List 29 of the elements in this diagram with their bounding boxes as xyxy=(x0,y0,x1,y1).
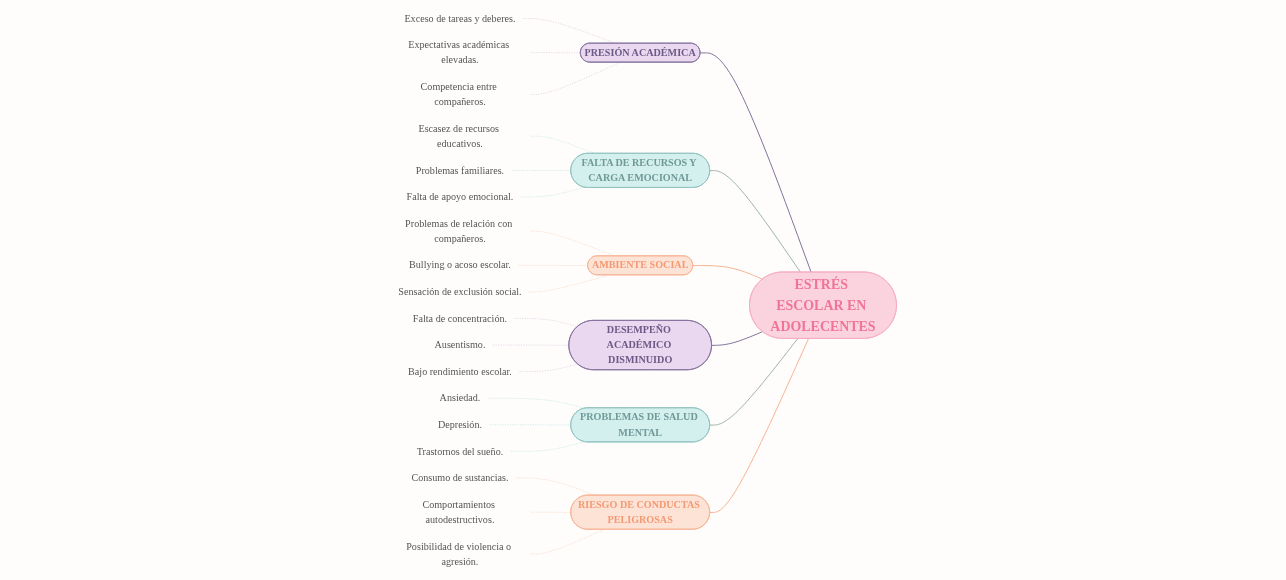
connector xyxy=(692,265,764,280)
node-text: Posibilidad de violencia o agresión. xyxy=(406,540,512,567)
node-text: Consumo de sustancias. xyxy=(411,472,509,484)
node-text: Escasez de recursos educativos. xyxy=(418,122,500,149)
node-text: Ansiedad. xyxy=(439,392,481,404)
node-text: Depresión. xyxy=(438,419,483,430)
node-text: Bajo rendimiento escolar. xyxy=(408,365,513,377)
connector xyxy=(520,186,585,198)
connector xyxy=(519,363,579,373)
node-text: Problemas de relación con compañeros. xyxy=(405,217,513,244)
node-text: Sensación de exclusión social. xyxy=(398,286,522,297)
node-text: Problemas familiares. xyxy=(416,164,505,176)
node-text: Ausentismo. xyxy=(434,339,486,351)
connector xyxy=(711,331,764,346)
connector xyxy=(709,338,810,513)
node-text: Falta de concentración. xyxy=(413,312,508,324)
connector xyxy=(709,170,802,273)
node-text: Comportamientos autodestructivos. xyxy=(422,498,496,525)
node-text: Expectativas académicas elevadas. xyxy=(408,39,510,66)
connector xyxy=(514,318,579,328)
node-text: Competencia entre compañeros. xyxy=(420,81,498,108)
connector xyxy=(709,338,799,426)
connector xyxy=(700,52,812,273)
connector xyxy=(510,441,585,452)
connector xyxy=(528,274,609,293)
node-text: Exceso de tareas y deberes. xyxy=(404,12,516,24)
node-text: Bullying o acoso escolar. xyxy=(409,259,512,271)
node-text: Falta de apoyo emocional. xyxy=(406,191,514,203)
node-text: Trastornos del sueño. xyxy=(416,445,504,457)
